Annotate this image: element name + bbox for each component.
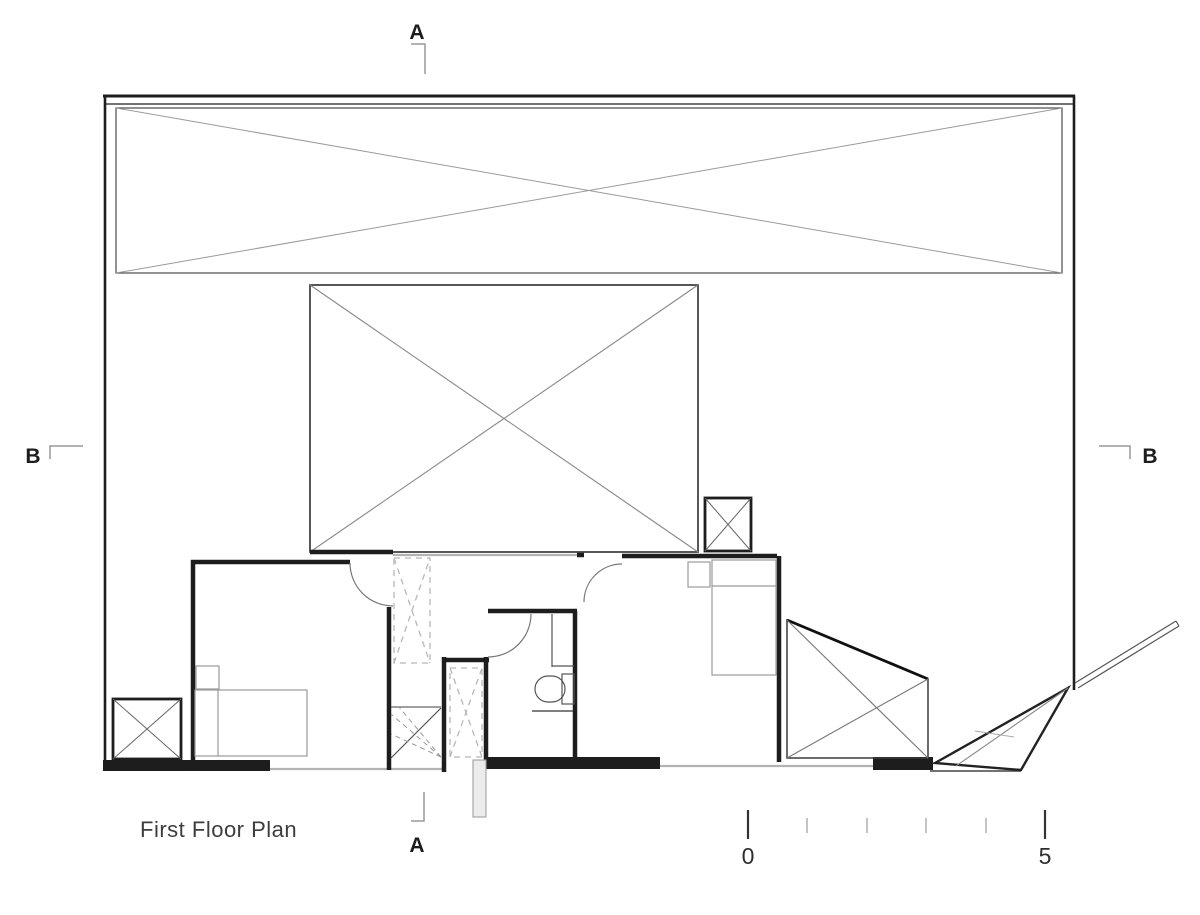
interior-walls — [190, 549, 782, 772]
scale-end-label: 5 — [1039, 843, 1052, 869]
section-cut-mark — [411, 43, 426, 74]
shaft-left — [111, 697, 183, 761]
toilet-icon — [534, 675, 566, 703]
section-label-b-left: B — [25, 445, 40, 468]
fence-line — [1074, 620, 1180, 689]
section-marker-b-left: B — [25, 445, 83, 468]
section-label-b-right: B — [1142, 445, 1157, 468]
scale-bar: 0 5 — [742, 810, 1052, 869]
bed-bedroom-right — [687, 559, 777, 676]
section-marker-b-right: B — [1099, 445, 1158, 468]
stairs — [390, 706, 442, 759]
bed-bedroom-left — [194, 665, 308, 757]
section-cut-mark — [1099, 445, 1131, 459]
page-title: First Floor Plan — [140, 817, 297, 842]
door-arc-bathroom — [487, 613, 532, 658]
entry-walkway — [472, 759, 487, 818]
section-cut-mark — [411, 792, 425, 822]
section-label-a-top: A — [409, 21, 424, 44]
building-shell — [103, 94, 1076, 771]
bathroom-fixtures — [532, 614, 575, 712]
section-cut-mark — [49, 445, 83, 459]
roof-void-band — [115, 107, 1063, 274]
door-swings — [349, 562, 623, 658]
door-arc-bedroom-right — [583, 563, 623, 603]
section-marker-a-top: A — [409, 21, 426, 74]
scale-start-label: 0 — [742, 843, 755, 869]
section-label-a-bottom: A — [409, 834, 424, 857]
fireplace-duct — [449, 667, 483, 758]
door-arc-bedroom-left — [349, 562, 394, 607]
wardrobe-dashed — [393, 557, 431, 664]
glazing-lines — [270, 553, 873, 771]
carport-ramp — [786, 618, 929, 759]
entry-ramp-triangle — [930, 684, 1072, 772]
central-void — [309, 284, 699, 553]
section-marker-a-bottom: A — [409, 792, 425, 857]
shaft-right — [703, 496, 753, 553]
